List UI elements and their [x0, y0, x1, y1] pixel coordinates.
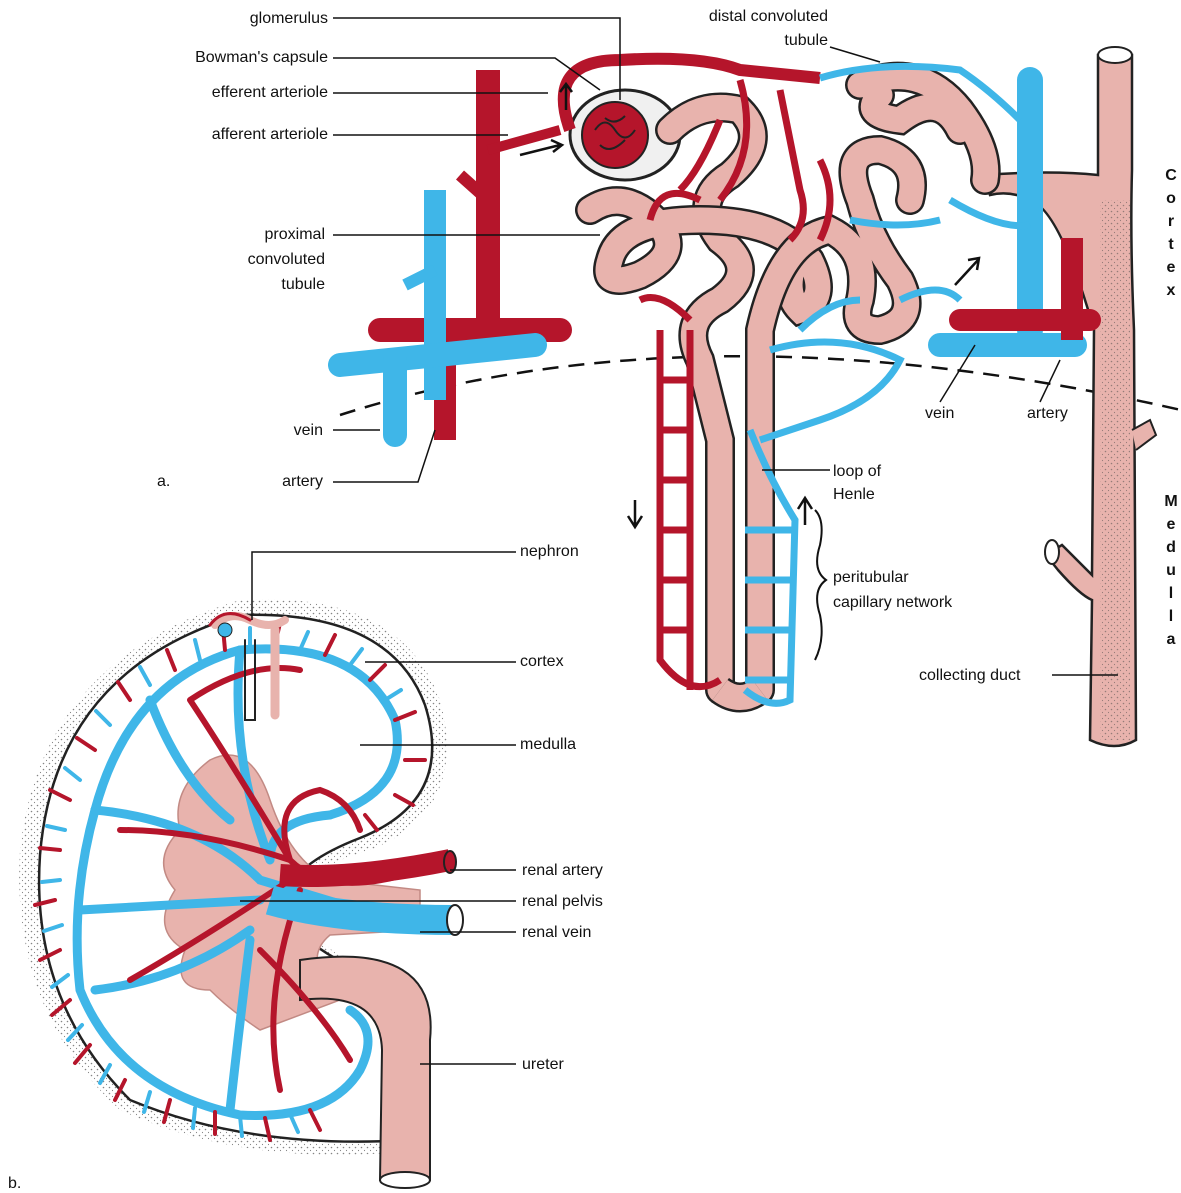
peritubular-brace: [815, 510, 826, 660]
label-proximal-line2: convoluted: [248, 248, 325, 272]
label-renal-vein: renal vein: [522, 921, 591, 945]
label-peritubular-line2: capillary network: [833, 591, 952, 615]
region-label-cortex: C o r t e x: [1161, 164, 1181, 302]
left-vessels: [340, 70, 560, 440]
label-loop-of-henle-line1: loop of: [833, 460, 881, 484]
panel-b-tag: b.: [8, 1172, 21, 1193]
descending-arrow: [628, 500, 642, 527]
label-proximal-line3: tubule: [281, 273, 325, 297]
label-nephron: nephron: [520, 540, 579, 564]
label-proximal-line1: proximal: [265, 223, 325, 247]
label-renal-pelvis: renal pelvis: [522, 890, 603, 914]
panel-a-tag: a.: [157, 470, 170, 494]
distal-arrow: [955, 258, 979, 285]
label-vein-right: vein: [925, 402, 954, 426]
label-medulla: medulla: [520, 733, 576, 757]
label-efferent-arteriole: efferent arteriole: [212, 81, 328, 105]
label-ureter: ureter: [522, 1053, 564, 1077]
label-afferent-arteriole: afferent arteriole: [212, 123, 328, 147]
label-loop-of-henle-line2: Henle: [833, 483, 875, 507]
label-bowmans-capsule: Bowman's capsule: [195, 46, 328, 70]
label-artery-right: artery: [1027, 402, 1068, 426]
region-label-medulla: M e d u l l a: [1161, 490, 1181, 651]
label-cortex: cortex: [520, 650, 564, 674]
label-collecting-duct: collecting duct: [919, 664, 1020, 688]
label-peritubular-line1: peritubular: [833, 566, 909, 590]
ascending-arrow: [798, 498, 812, 525]
label-renal-artery: renal artery: [522, 859, 603, 883]
label-vein-left: vein: [294, 419, 323, 443]
label-artery-left: artery: [282, 470, 323, 494]
label-distal-line1: distal convoluted: [709, 5, 828, 29]
label-distal-line2: tubule: [784, 29, 828, 53]
label-glomerulus: glomerulus: [250, 7, 328, 31]
collecting-duct: [985, 47, 1156, 746]
